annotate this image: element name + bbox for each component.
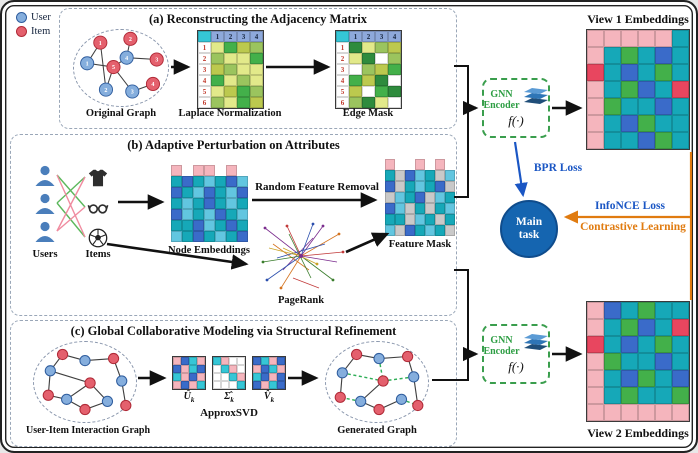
pagerank-label: PageRank bbox=[277, 295, 325, 306]
users-label: Users bbox=[32, 249, 58, 260]
panel-c: (c) Global Collaborative Modeling via St… bbox=[10, 320, 457, 447]
panel-b: (b) Adaptive Perturbation on Attributes … bbox=[10, 134, 457, 316]
panel-a: (a) Reconstructing the Adjacency Matrix … bbox=[59, 8, 457, 129]
user-icon bbox=[33, 221, 57, 248]
gnn-encoder-2-function: f(·) bbox=[508, 359, 524, 374]
svg-text:5: 5 bbox=[112, 65, 115, 71]
panel-b-title: (b) Adaptive Perturbation on Attributes bbox=[127, 138, 340, 152]
svd-u-label: Ûk bbox=[183, 391, 195, 404]
feature-mask-matrix bbox=[385, 159, 455, 236]
generated-graph bbox=[325, 341, 429, 423]
layers-icon bbox=[523, 333, 549, 358]
contrastive-learning-label: Contrastive Learning bbox=[580, 221, 686, 233]
view1-embeddings-matrix bbox=[587, 30, 689, 149]
svg-text:4: 4 bbox=[125, 56, 128, 62]
svg-text:2: 2 bbox=[104, 88, 107, 94]
view2-embeddings-label: View 2 Embeddings bbox=[587, 426, 689, 440]
svd-u-matrix bbox=[173, 357, 205, 389]
gnn-encoder-1-function: f(·) bbox=[508, 113, 524, 128]
feature-mask-label: Feature Mask bbox=[388, 239, 452, 250]
original-graph-label: Original Graph bbox=[85, 108, 157, 119]
laplace-label: Laplace Normalization bbox=[178, 108, 282, 119]
user-icon bbox=[33, 193, 57, 220]
node-embeddings-matrix bbox=[171, 165, 248, 242]
legend-item-label: Item bbox=[31, 26, 51, 37]
panel-a-title: (a) Reconstructing the Adjacency Matrix bbox=[148, 12, 367, 26]
main-task-node: Main task bbox=[500, 200, 558, 258]
svg-text:1: 1 bbox=[99, 41, 102, 47]
svd-sigma-matrix bbox=[213, 357, 245, 389]
layers-icon bbox=[523, 87, 549, 112]
legend-user-row: User bbox=[16, 12, 51, 23]
view1-embeddings-label: View 1 Embeddings bbox=[587, 12, 689, 26]
items-label: Items bbox=[85, 249, 111, 260]
svd-v-label: V̂k bbox=[263, 391, 275, 404]
user-icon bbox=[33, 165, 57, 192]
random-feature-removal-label: Random Feature Removal bbox=[255, 181, 379, 193]
svg-text:4: 4 bbox=[151, 82, 154, 88]
svd-sigma-label: Σ̂k bbox=[224, 391, 234, 404]
user-node-icon bbox=[16, 12, 27, 23]
legend: User Item bbox=[16, 12, 51, 40]
bpr-loss-label: BPR Loss bbox=[533, 162, 583, 174]
glasses-icon bbox=[87, 197, 109, 224]
item-node-icon bbox=[16, 26, 27, 37]
pagerank-visualization bbox=[253, 218, 349, 301]
svg-text:2: 2 bbox=[129, 37, 132, 43]
svg-text:3: 3 bbox=[131, 90, 134, 96]
svd-v-matrix bbox=[253, 357, 285, 389]
shirt-icon bbox=[87, 167, 109, 194]
svg-text:3: 3 bbox=[155, 58, 158, 64]
panel-c-title: (c) Global Collaborative Modeling via St… bbox=[70, 324, 397, 338]
legend-user-label: User bbox=[31, 12, 51, 23]
generated-graph-label: Generated Graph bbox=[337, 425, 417, 436]
legend-item-row: Item bbox=[16, 26, 51, 37]
svg-text:1: 1 bbox=[86, 61, 89, 67]
soccer-ball-icon bbox=[87, 227, 109, 254]
original-graph: 1 2 3 4 1 2 3 4 5 bbox=[73, 29, 169, 107]
infonce-loss-label: InfoNCE Loss bbox=[595, 200, 665, 212]
edge-mask-label: Edge Mask bbox=[342, 108, 394, 119]
interaction-graph-label: User-Item Interaction Graph bbox=[25, 425, 151, 436]
approxsvd-label: ApproxSVD bbox=[200, 407, 258, 419]
view2-embeddings-matrix bbox=[587, 302, 689, 421]
user-item-interaction-graph bbox=[33, 341, 137, 423]
